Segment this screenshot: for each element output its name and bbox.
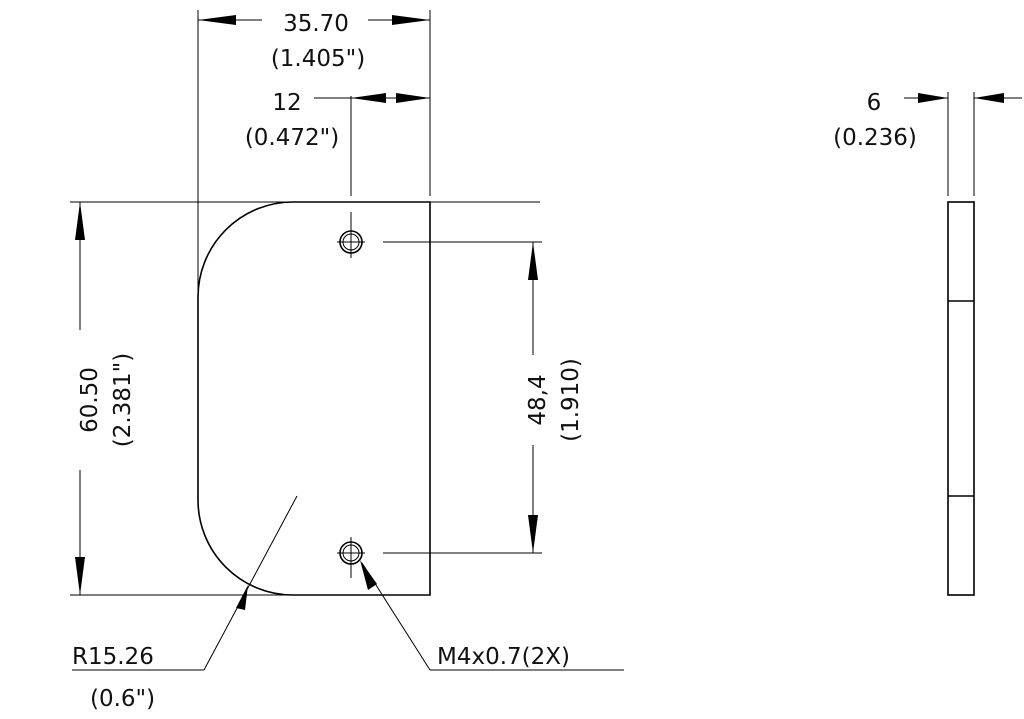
hole-spacing-mm-label: 48,4 <box>525 374 551 425</box>
thread-callout-label: M4x0.7(2X) <box>437 644 570 670</box>
width-in-label: (1.405") <box>271 46 365 72</box>
radius-callout: R15.26 (0.6") <box>72 495 298 712</box>
thickness-dimension: 6 (0.236) <box>833 90 1022 196</box>
hole-offset-dimension: 12 (0.472") <box>245 90 430 151</box>
hole-spacing-dimension: 48,4 (1.910) <box>383 241 584 554</box>
radius-mm-label: R15.26 <box>72 644 154 670</box>
thickness-mm-label: 6 <box>867 90 882 116</box>
side-view <box>947 201 975 596</box>
width-mm-label: 35.70 <box>283 11 349 37</box>
thickness-in-label: (0.236) <box>833 125 917 151</box>
hole-offset-mm-label: 12 <box>272 90 301 116</box>
plate-outline <box>197 201 431 596</box>
hole-centerlines <box>337 96 365 578</box>
hole-spacing-in-label: (1.910) <box>558 358 584 442</box>
height-in-label: (2.381") <box>110 353 136 447</box>
height-mm-label: 60.50 <box>77 367 103 433</box>
height-dimension: 60.50 (2.381") <box>70 202 293 596</box>
hole-offset-in-label: (0.472") <box>245 125 339 151</box>
thread-callout: M4x0.7(2X) <box>360 560 624 671</box>
radius-in-label: (0.6") <box>90 686 155 712</box>
width-dimension: 35.70 (1.405") <box>197 10 431 292</box>
